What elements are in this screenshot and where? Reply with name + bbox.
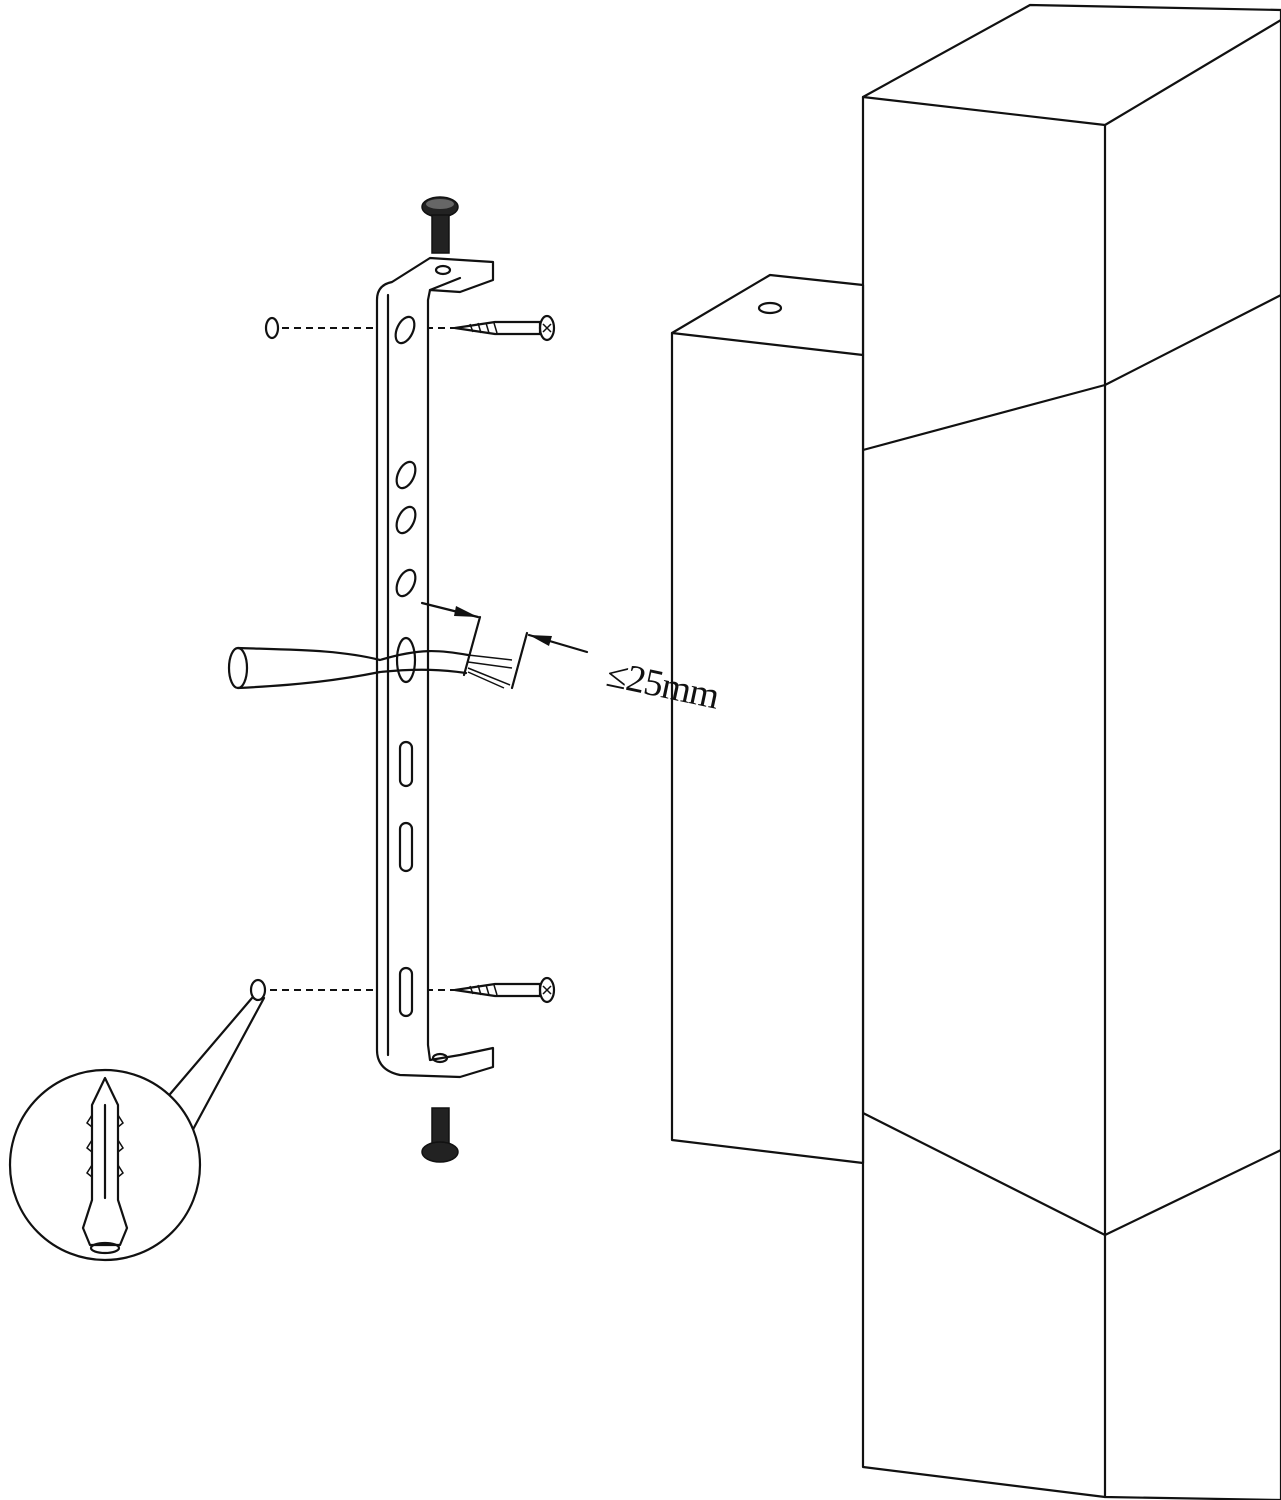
wood-screw-top (453, 314, 556, 342)
power-cable (227, 601, 589, 690)
machine-screw-bottom (421, 1107, 459, 1163)
wall-anchor-detail (8, 996, 266, 1262)
machine-screw-top (421, 196, 459, 254)
lamp-body-large (861, 3, 1281, 1500)
lamp-body-small (670, 273, 865, 1165)
mounting-bracket (375, 256, 495, 1079)
top-hole (757, 301, 783, 315)
wood-screw-bottom (453, 976, 556, 1004)
